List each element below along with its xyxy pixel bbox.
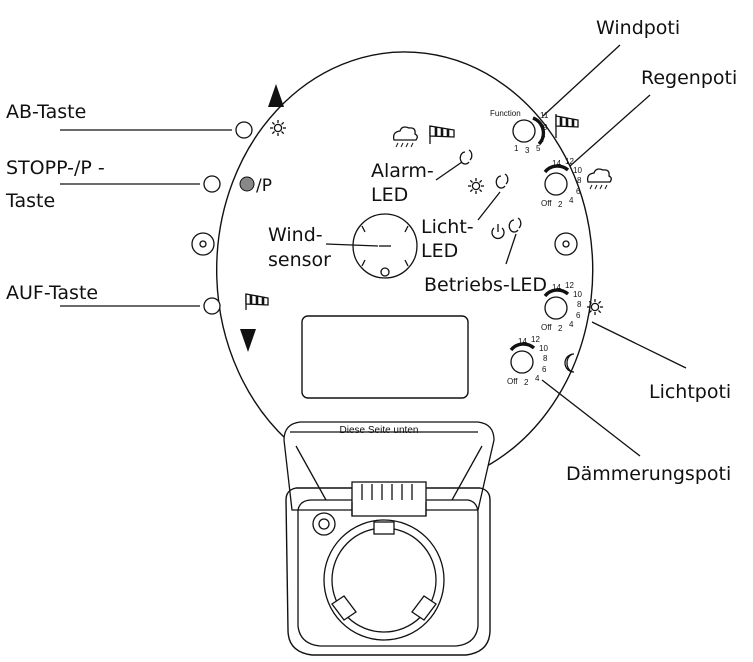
licht-led-label-line1: Licht- <box>421 216 474 238</box>
rain-tick-label: 2 <box>558 200 563 209</box>
stopp-p-button[interactable] <box>203 175 221 193</box>
light-tick-label: 6 <box>576 311 581 320</box>
dusk-tick-label: 6 <box>542 365 547 374</box>
function-label: Function <box>490 109 521 118</box>
socket-ring <box>323 519 445 641</box>
stopp-taste-label-line1: STOPP-/P - <box>6 157 105 179</box>
plug-screw <box>312 512 336 536</box>
rain-cloud-icon <box>586 168 612 190</box>
regenpoti-label: Regenpoti <box>641 67 737 89</box>
rain-cloud-icon <box>392 126 418 148</box>
light-tick-label: 10 <box>573 290 582 299</box>
light-tick-label: Off <box>541 323 552 332</box>
wind-dial[interactable]: Function 11 9 7 5 3 1 <box>490 109 549 155</box>
dusk-tick-label: 2 <box>524 378 529 387</box>
licht-led <box>495 173 509 189</box>
dusk-tick-label: 14 <box>518 337 527 346</box>
sun-icon <box>468 178 484 194</box>
arrow-up-icon <box>268 84 284 107</box>
windsock-icon <box>429 125 455 144</box>
power-icon <box>491 224 505 240</box>
alarm-led-label-line1: Alarm- <box>371 160 434 182</box>
rain-tick-label: 10 <box>573 166 582 175</box>
rain-tick-label: 14 <box>552 159 561 168</box>
display-window <box>301 315 469 399</box>
betriebs-led-label: Betriebs-LED <box>424 274 547 296</box>
windsock-icon <box>245 293 269 310</box>
plug-vent-slots <box>361 484 413 500</box>
device-housing <box>215 51 594 467</box>
wind-tick-label: 9 <box>543 123 548 132</box>
ab-button[interactable] <box>235 121 253 139</box>
rain-tick-label: Off <box>541 199 552 208</box>
windsensor-label-line2: sensor <box>268 249 331 271</box>
dusk-tick-label: 10 <box>539 344 548 353</box>
stopp-taste-label-line2: Taste <box>5 190 55 212</box>
alarm-led-label-line2: LED <box>371 184 408 206</box>
wind-tick-label: 7 <box>541 135 546 144</box>
betriebs-led <box>508 217 522 233</box>
arrow-down-icon <box>240 329 256 352</box>
dusk-tick-label: 4 <box>535 374 540 383</box>
dusk-tick-label: 12 <box>531 335 540 344</box>
wind-tick-label: 1 <box>514 144 519 153</box>
wind-tick-label: 5 <box>536 144 541 153</box>
leader-lines <box>60 44 687 457</box>
licht-led-label-line2: LED <box>421 240 458 262</box>
light-tick-label: 4 <box>569 320 574 329</box>
plug-orientation-label: Diese Seite unten <box>340 425 419 436</box>
wind-tick-label: 3 <box>525 146 530 155</box>
stop-indicator-icon <box>239 176 255 192</box>
dusk-tick-label: 8 <box>543 354 548 363</box>
right-mounting-screw <box>554 232 578 256</box>
rain-tick-label: 4 <box>569 196 574 205</box>
left-mounting-screw <box>191 232 215 256</box>
rain-dial[interactable]: 14 12 10 8 6 4 2 Off <box>541 157 582 209</box>
daemmerungspoti-label: Dämmerungspoti <box>566 463 731 485</box>
sun-icon <box>587 299 603 315</box>
light-tick-label: 2 <box>558 324 563 333</box>
auf-button[interactable] <box>203 297 221 315</box>
windsensor-label-line1: Wind- <box>268 224 323 246</box>
light-tick-label: 12 <box>565 281 574 290</box>
light-tick-label: 8 <box>577 300 582 309</box>
alarm-led <box>459 149 473 165</box>
rain-tick-label: 12 <box>565 157 574 166</box>
moon-icon <box>564 353 575 373</box>
wind-sensor <box>352 213 418 279</box>
dusk-dial[interactable]: 14 12 10 8 6 4 2 Off <box>507 335 548 387</box>
windsock-icon <box>555 114 579 138</box>
plug-adapter: Diese Seite unten <box>283 421 495 656</box>
stop-symbol: /P <box>256 176 272 196</box>
auf-taste-label: AUF-Taste <box>6 282 98 304</box>
ab-taste-label: AB-Taste <box>6 101 86 123</box>
dusk-tick-label: Off <box>507 377 518 386</box>
windpoti-label: Windpoti <box>596 17 680 39</box>
rain-tick-label: 8 <box>577 176 582 185</box>
light-tick-label: 14 <box>552 283 561 292</box>
lichtpoti-label: Lichtpoti <box>649 381 731 403</box>
sun-icon <box>270 120 286 136</box>
rain-tick-label: 6 <box>576 187 581 196</box>
light-dial[interactable]: 14 12 10 8 6 4 2 Off <box>541 281 582 333</box>
